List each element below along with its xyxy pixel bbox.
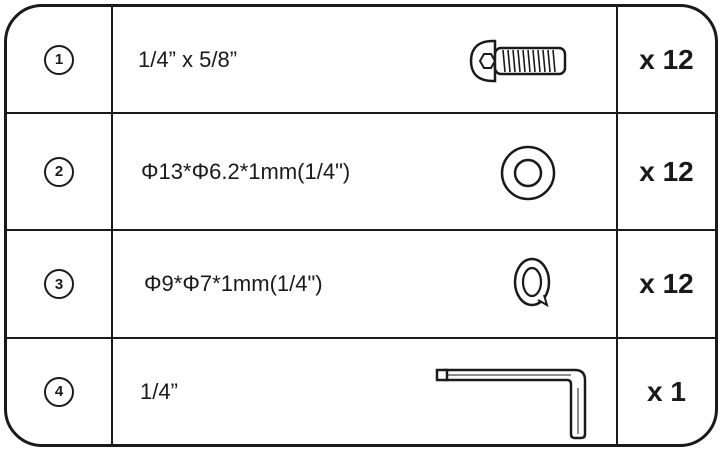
- hardware-parts-table: 1 1/4” x 5/8” x 12 2 Φ13*Φ6.2*1mm(1/4") …: [4, 4, 718, 447]
- index-badge: 2: [44, 156, 74, 187]
- index-badge: 4: [44, 376, 74, 407]
- spring-washer-icon: [513, 257, 551, 308]
- row-4-spec: 1/4”: [140, 378, 178, 404]
- row-2-quantity: x 12: [639, 155, 694, 187]
- row-3-index-cell: 3: [7, 231, 111, 337]
- row-1-index-cell: 1: [7, 7, 111, 112]
- hex-socket-bolt-icon: [469, 39, 567, 83]
- row-divider: [7, 112, 715, 114]
- column-divider: [111, 7, 113, 444]
- index-badge: 1: [44, 44, 74, 75]
- row-3-quantity: x 12: [639, 268, 694, 299]
- index-badge: 3: [44, 269, 74, 299]
- column-divider: [616, 7, 618, 444]
- row-3-spec: Φ9*Φ7*1mm(1/4"): [144, 271, 323, 296]
- allen-key-icon: [435, 368, 587, 440]
- row-divider: [7, 337, 715, 339]
- row-2-index-cell: 2: [7, 114, 111, 229]
- flat-washer-icon: [500, 145, 556, 201]
- row-1-quantity: x 12: [639, 43, 694, 75]
- row-4-quantity: x 1: [647, 375, 686, 407]
- row-2-spec: Φ13*Φ6.2*1mm(1/4"): [141, 158, 351, 184]
- row-4-index-cell: 4: [7, 339, 111, 444]
- row-divider: [7, 229, 715, 231]
- row-1-spec: 1/4” x 5/8”: [138, 46, 238, 72]
